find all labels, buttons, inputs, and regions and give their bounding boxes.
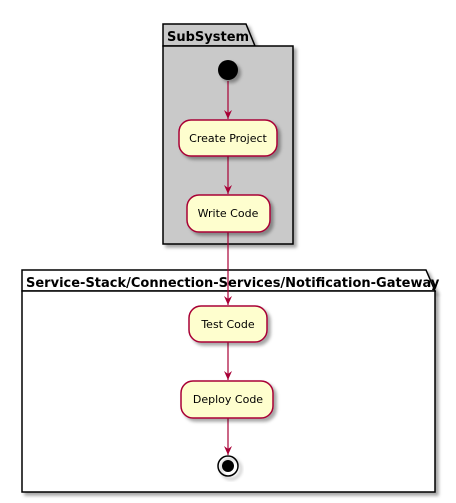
action-label: Deploy Code <box>193 393 263 406</box>
start-node <box>218 60 238 80</box>
package-title-subsystem: SubSystem <box>167 30 249 45</box>
action-label: Create Project <box>189 132 267 145</box>
package-title-service: Service-Stack/Connection-Services/Notifi… <box>26 276 440 291</box>
action-write-code: Write Code <box>186 194 271 233</box>
action-test-code: Test Code <box>188 305 268 343</box>
end-node <box>217 455 239 477</box>
action-label: Write Code <box>198 207 259 220</box>
action-create-project: Create Project <box>178 119 278 157</box>
action-label: Test Code <box>200 318 255 331</box>
action-deploy-code: Deploy Code <box>180 380 274 419</box>
